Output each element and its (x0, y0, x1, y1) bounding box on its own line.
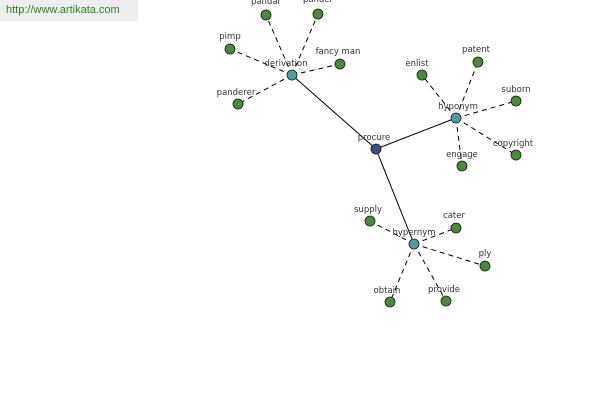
edge-procure-hyponym (375, 117, 457, 150)
edge-hyponym-enlist (421, 74, 457, 119)
edge-hypernym-provide (413, 243, 447, 302)
label-pandar: pandar (251, 0, 282, 7)
label-derivation: derivation (264, 59, 307, 69)
edge-derivation-panderer (237, 74, 293, 105)
node-copyright[interactable] (510, 149, 522, 161)
watermark-link[interactable]: http://www.artikata.com (0, 0, 138, 21)
label-obtain: obtain (374, 286, 401, 296)
node-hypernym[interactable] (408, 238, 420, 250)
node-hyponym[interactable] (450, 112, 462, 124)
edge-hypernym-obtain (389, 243, 415, 303)
label-procure: procure (358, 133, 391, 143)
node-fancy-man[interactable] (334, 58, 346, 70)
label-suborn: suborn (501, 85, 530, 95)
edge-hyponym-copyright (455, 117, 517, 156)
node-engage[interactable] (456, 160, 468, 172)
node-cater[interactable] (450, 222, 462, 234)
node-pimp[interactable] (224, 43, 236, 55)
node-suborn[interactable] (510, 95, 522, 107)
edge-hypernym-cater (413, 227, 457, 245)
edge-hyponym-engage (455, 117, 463, 167)
edge-hyponym-patent (455, 61, 479, 119)
edge-derivation-pimp (229, 48, 293, 76)
node-pander[interactable] (312, 8, 324, 20)
node-ply[interactable] (479, 260, 491, 272)
node-pandar[interactable] (260, 9, 272, 21)
graph-edges (229, 13, 517, 303)
node-panderer[interactable] (232, 98, 244, 110)
node-provide[interactable] (440, 295, 452, 307)
label-copyright: copyright (493, 139, 534, 149)
label-provide: provide (428, 285, 460, 295)
graph-labels: pandar pander pimp fancy man panderer derivat… (217, 0, 534, 296)
node-supply[interactable] (364, 215, 376, 227)
node-enlist[interactable] (416, 69, 428, 81)
label-engage: engage (446, 150, 478, 160)
edge-derivation-pandar (265, 14, 293, 76)
label-supply: supply (354, 205, 382, 215)
label-hyponym: hyponym (438, 102, 478, 112)
node-obtain[interactable] (384, 296, 396, 308)
label-hypernym: hypernym (392, 228, 435, 238)
label-patent: patent (462, 45, 491, 55)
edge-procure-hypernym (375, 148, 415, 245)
label-panderer: panderer (217, 88, 256, 98)
edge-procure-derivation (291, 74, 377, 150)
label-enlist: enlist (405, 59, 429, 69)
graph-nodes (224, 8, 522, 308)
label-fancy-man: fancy man (316, 47, 361, 57)
node-procure[interactable] (370, 143, 382, 155)
label-pander: pander (303, 0, 334, 5)
edge-derivation-pander (291, 13, 319, 76)
node-derivation[interactable] (286, 69, 298, 81)
node-patent[interactable] (472, 56, 484, 68)
label-pimp: pimp (219, 32, 240, 42)
edge-hyponym-suborn (455, 100, 517, 119)
label-ply: ply (479, 249, 492, 259)
edge-hypernym-ply (413, 243, 486, 267)
label-cater: cater (443, 211, 465, 221)
